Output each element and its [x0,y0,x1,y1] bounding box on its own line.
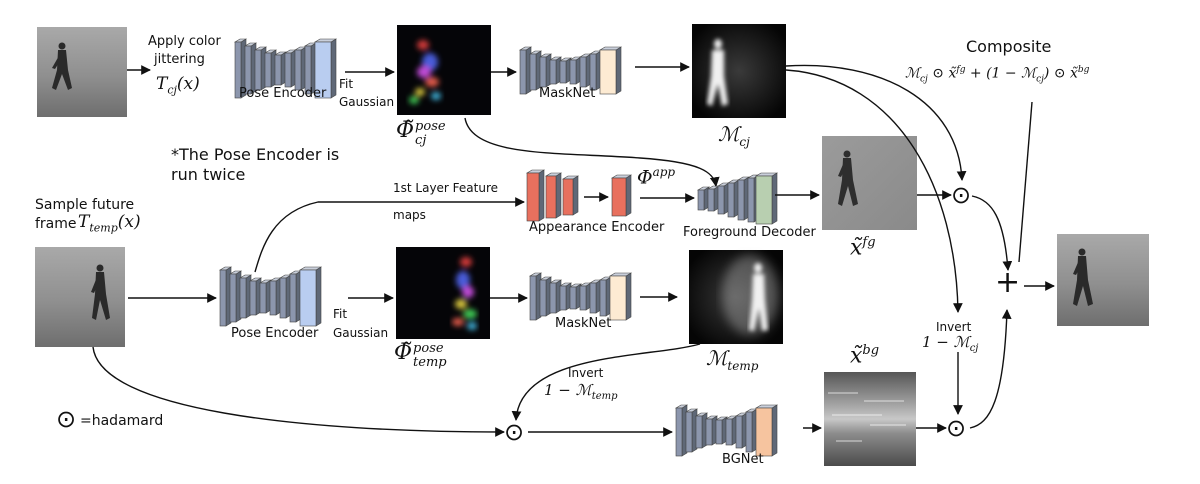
arrow-bg-to-sum [969,309,1012,429]
bgnet-block [674,404,779,457]
arrow-mask-to-fg-hadamard [785,64,967,181]
pose-encoder-top-block [233,38,338,99]
arrow-mask-to-invert [785,69,963,313]
invert-temp-label: Invert [568,366,604,380]
masknet-top-block [518,46,623,95]
apply-color-label: Apply color [148,34,221,49]
network-blocks [218,38,779,457]
x-fg: x̃fg [850,235,876,261]
pose-encoder-top-label: Pose Encoder [239,86,327,101]
foreground-image [822,136,917,230]
arrows [92,62,1055,437]
sum-icon: + [995,265,1021,300]
pose-heatmap-bottom [396,247,490,339]
sample-future-label: Sample future [35,197,135,213]
gaussian-top-label: Gaussian [339,95,395,109]
masknet-top-label: MaskNet [539,86,596,101]
hadamard-legend-label: =hadamard [80,413,164,429]
cj-formula: Tcj(x) [156,74,200,97]
temp-formula: Ttemp(x) [78,212,141,235]
pose-note-line2: run twice [171,165,246,184]
arrow-feature-maps [254,197,525,273]
invert-cj-label: Invert [936,320,972,334]
m-temp: ℳtemp [706,346,759,373]
bgnet-label: BGNet [722,452,764,467]
hadamard-legend-icon: ⊙ [56,405,77,433]
foreground-decoder-label: Foreground Decoder [683,225,816,240]
mask-bottom [689,250,783,344]
x-bg: x̃bg [850,343,880,369]
fit-bottom-label: Fit [333,307,348,321]
frame-label: frame [35,216,77,232]
maps-label: maps [393,208,426,222]
input-frame-top [37,27,127,117]
background-image [824,372,916,466]
jittering-label: jittering [154,52,205,67]
pose-note-line1: *The Pose Encoder is [171,145,340,164]
phi-app: Φapp [637,165,676,189]
m-cj: ℳcj [718,122,750,149]
arrow-invert-temp [511,343,701,421]
mask-top [692,24,786,118]
pose-encoder-bottom-label: Pose Encoder [231,326,319,341]
composite-formula: ℳcj ⊙ x̃fg + (1 − ℳcj) ⊙ x̃bg [905,65,1090,85]
output-frame [1057,234,1149,326]
gaussian-bottom-label: Gaussian [333,326,389,340]
foreground-decoder-block [696,172,779,225]
arrow-pose-to-decoder [464,117,720,187]
pose-heatmap-top [397,25,491,115]
arrow-fg-to-sum [971,195,1013,271]
masknet-bottom-label: MaskNet [555,316,612,331]
composite-label: Composite [966,37,1052,56]
fit-top-label: Fit [339,77,354,91]
masknet-bottom-block [528,272,633,321]
line-composite [1018,101,1033,263]
appearance-encoder-label: Appearance Encoder [529,220,665,235]
hadamard-input-icon: ⊙ [504,418,525,446]
appearance-encoder-block [525,169,633,222]
input-frame-bottom [35,247,125,347]
pose-encoder-bottom-block [218,266,323,327]
one-minus-m-temp: 1 − ℳtemp [544,381,618,402]
first-layer-feature-label: 1st Layer Feature [393,181,499,195]
hadamard-bg-icon: ⊙ [946,414,967,442]
arrow-frame-to-hadamard [92,346,505,437]
hadamard-fg-icon: ⊙ [951,181,972,209]
one-minus-m-cj: 1 − ℳcj [922,333,979,354]
